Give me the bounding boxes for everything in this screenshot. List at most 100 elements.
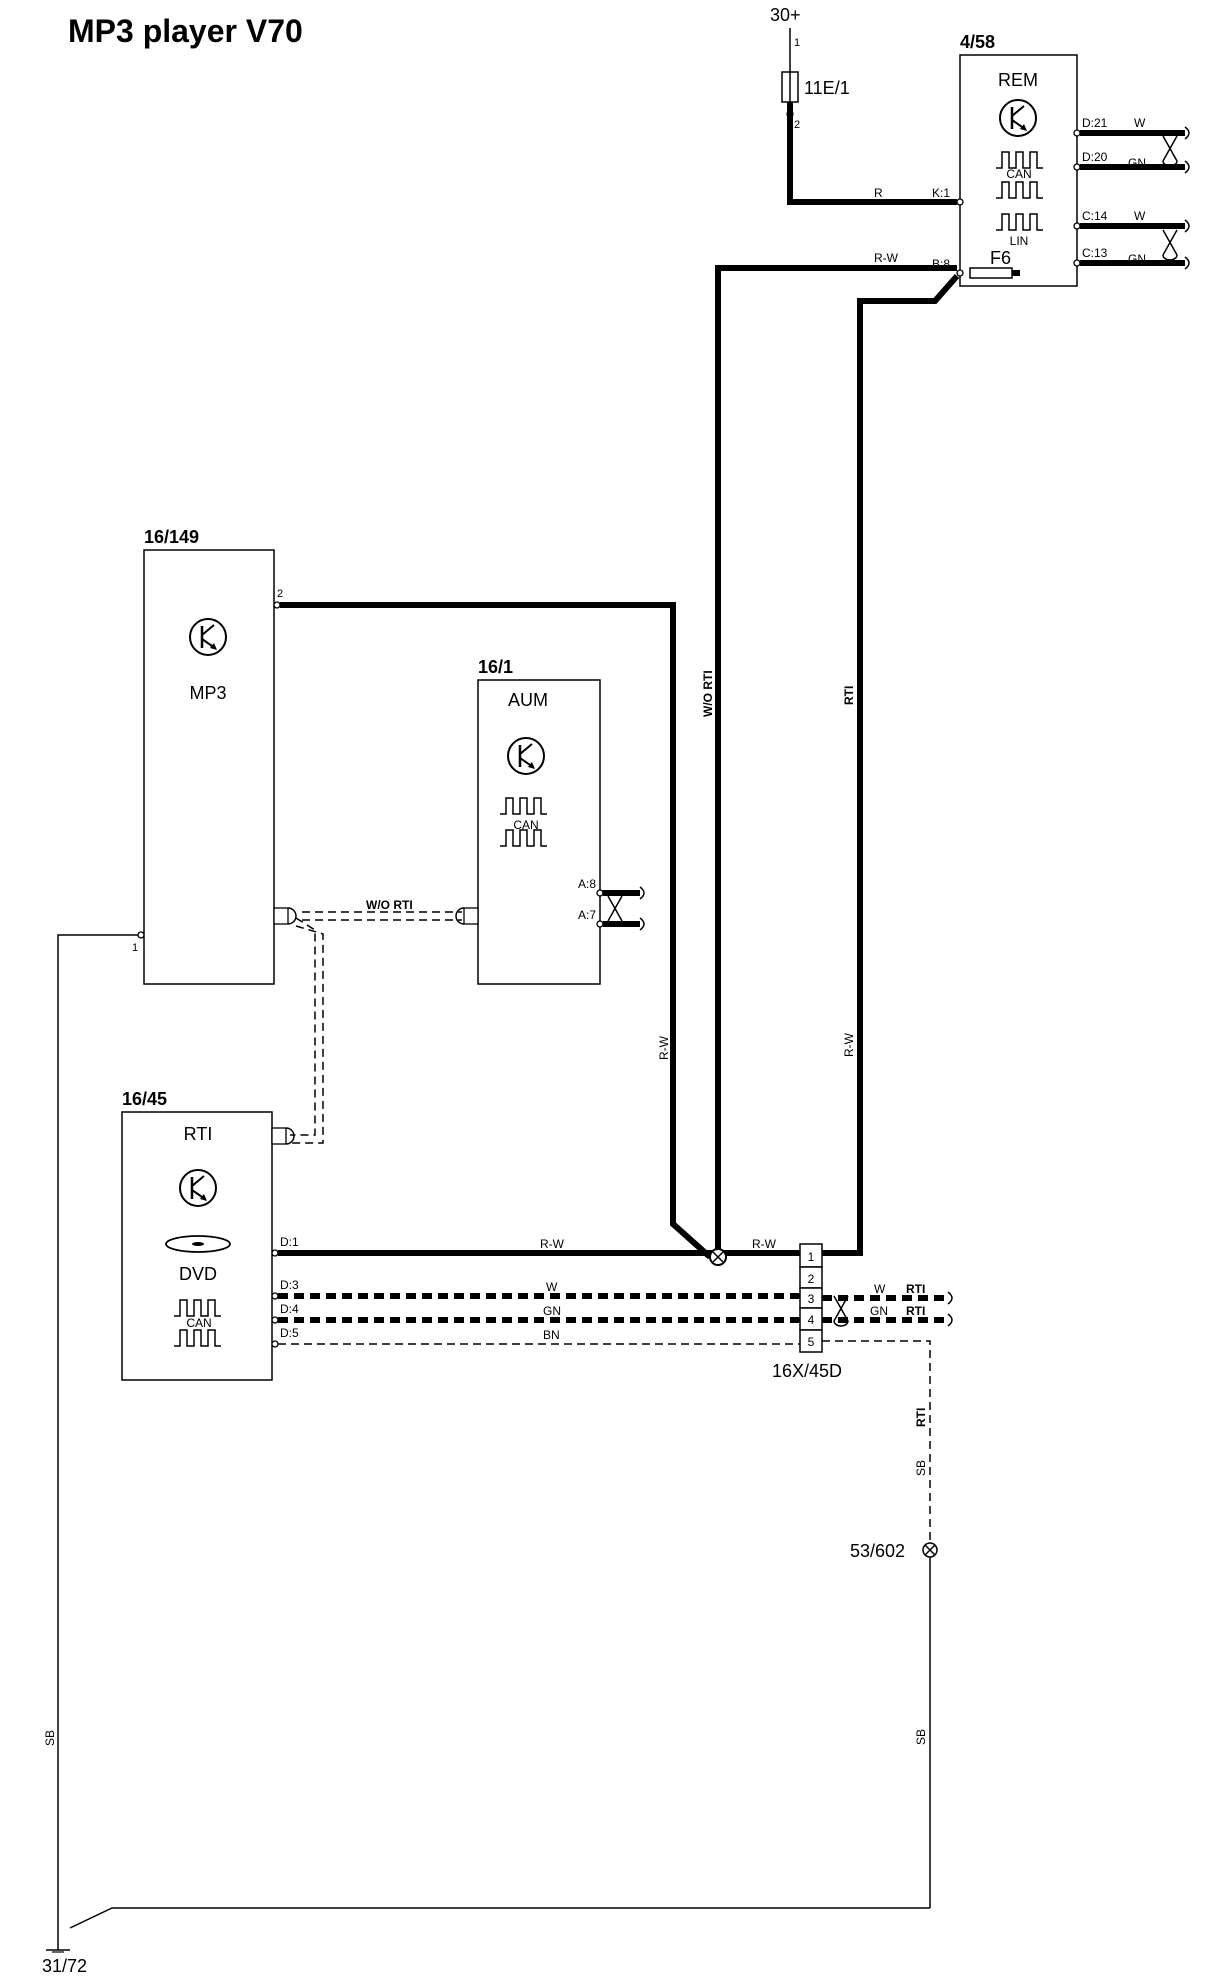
wire-mp3-to-junction (280, 602, 712, 1260)
fuse-pin-bottom: 2 (794, 119, 800, 131)
connector-pin-2: 2 (808, 1272, 815, 1286)
fuse-label: 11E/1 (804, 78, 850, 98)
connector-pin-5: 5 (808, 1335, 815, 1349)
rem-pin-k1-label: K:1 (932, 186, 950, 200)
wire-label-wo-rti-link: W/O RTI (366, 898, 413, 912)
wire-label-out-rti-2: RTI (906, 1304, 925, 1318)
wire-label-rw-top: R-W (874, 251, 899, 265)
wire-drop-rti (822, 1340, 931, 1543)
rem-output-d20 (1073, 160, 1190, 174)
mp3-ref: 16/149 (144, 527, 199, 547)
rem-fuse-label: F6 (990, 248, 1011, 268)
aum-name: AUM (508, 690, 548, 710)
rti-ref: 16/45 (122, 1089, 167, 1109)
mp3-name: MP3 (189, 683, 226, 703)
rem-ref: 4/58 (960, 32, 995, 52)
rti-dvd-label: DVD (179, 1264, 217, 1284)
connector-pin-3: 3 (808, 1292, 815, 1306)
diagram-title: MP3 player V70 (68, 13, 303, 49)
rem-wire-d21: W (1134, 116, 1146, 130)
rem-can-label: CAN (1006, 167, 1031, 181)
rem-pin-k1 (956, 198, 964, 206)
wire-label-drop-sb-1: SB (914, 1460, 928, 1476)
rti-transistor-icon (178, 1168, 218, 1208)
mp3-pin-2 (273, 601, 281, 609)
aum-fiber-connector (463, 907, 479, 925)
fiber-mp3-rti-a (290, 917, 316, 1136)
wire-label-drop-rti: RTI (914, 1408, 928, 1427)
aum-pin-a8-label: A:8 (578, 877, 596, 891)
connector-16x45d (799, 1243, 823, 1353)
rti-pin-d3-label: D:3 (280, 1278, 299, 1292)
aum-transistor-icon (506, 736, 546, 776)
wire-label-out-gn: GN (870, 1304, 888, 1318)
wire-label-drop-sb-2: SB (914, 1729, 928, 1745)
connector-ref: 16X/45D (772, 1361, 842, 1381)
mp3-fiber-connector-cap (287, 907, 297, 925)
rem-twist-icon-2 (1162, 229, 1178, 261)
rem-wire-c13: GN (1128, 252, 1146, 266)
splice-junction-x2 (712, 1251, 724, 1263)
mp3-fiber-connector (273, 907, 289, 925)
wire-label-rw-left: R-W (657, 1035, 671, 1060)
connector-pin-1: 1 (808, 1250, 815, 1264)
wire-ground-return (69, 1907, 930, 1929)
aum-pin-a7-label: A:7 (578, 908, 596, 922)
aum-can-label: CAN (513, 818, 538, 832)
wire-label-wo-rti-vertical: W/O RTI (701, 670, 715, 717)
rti-pin-d4 (271, 1316, 279, 1324)
connector-pin-4: 4 (808, 1313, 815, 1327)
fiber-mp3-rti-b (290, 925, 324, 1144)
rti-pin-d5 (271, 1340, 279, 1348)
rem-output-c13 (1073, 256, 1190, 270)
rti-pin-d3 (271, 1292, 279, 1300)
wire-label-rti-vertical: RTI (842, 686, 856, 705)
wire-rti-feed (800, 274, 960, 1256)
rem-transistor-icon (998, 98, 1038, 138)
aum-fiber-connector-cap (455, 907, 465, 925)
wire-label-out-rti-1: RTI (906, 1282, 925, 1296)
rem-fuse-f6 (969, 267, 1013, 279)
rti-fiber-connector-cap (285, 1127, 295, 1145)
ground-splice-icon-x2 (924, 1544, 936, 1556)
wire-out-w-end (947, 1291, 953, 1305)
rem-pin-d21-label: D:21 (1082, 116, 1108, 130)
wire-mp3-ground (57, 934, 138, 1928)
rti-pin-d1 (271, 1249, 279, 1257)
wire-label-d1-junction: R-W (752, 1237, 777, 1251)
rti-fiber-connector (271, 1127, 287, 1145)
rem-output-d21 (1073, 126, 1190, 140)
wire-label-rw-right: R-W (842, 1032, 856, 1057)
rem-output-c14 (1073, 219, 1190, 233)
ground-point-label: 31/72 (42, 1956, 87, 1976)
aum-output-a8 (596, 886, 645, 900)
wire-label-left-sb: SB (43, 1730, 57, 1746)
wire-out-gn-end (947, 1313, 953, 1327)
rem-wire-d20: GN (1128, 156, 1146, 170)
rti-name: RTI (184, 1124, 213, 1144)
rem-pin-c13-label: C:13 (1082, 246, 1108, 260)
aum-module (477, 679, 601, 985)
aum-ref: 16/1 (478, 657, 513, 677)
wire-wo-rti-feed (715, 265, 957, 1257)
supply-label: 30+ (770, 5, 801, 25)
rem-pin-d20-label: D:20 (1082, 150, 1108, 164)
rem-lin-label: LIN (1010, 234, 1029, 248)
wire-label-d4: GN (543, 1304, 561, 1318)
rti-pin-d4-label: D:4 (280, 1302, 299, 1316)
rem-pin-b8 (956, 269, 964, 277)
rti-pin-d5-label: D:5 (280, 1326, 299, 1340)
rem-pin-c14-label: C:14 (1082, 209, 1108, 223)
mp3-module (143, 549, 275, 985)
rem-wire-c14: W (1134, 209, 1146, 223)
wire-label-d5: BN (543, 1328, 560, 1342)
wire-label-r: R (874, 186, 883, 200)
mp3-pin-1 (137, 931, 145, 939)
wire-label-out-w: W (874, 1282, 886, 1296)
fuse-pin-top: 1 (794, 37, 800, 49)
rti-can-label: CAN (186, 1316, 211, 1330)
mp3-pin-2-label: 2 (277, 588, 283, 600)
wire-label-d3: W (546, 1280, 558, 1294)
rem-name: REM (998, 70, 1038, 90)
